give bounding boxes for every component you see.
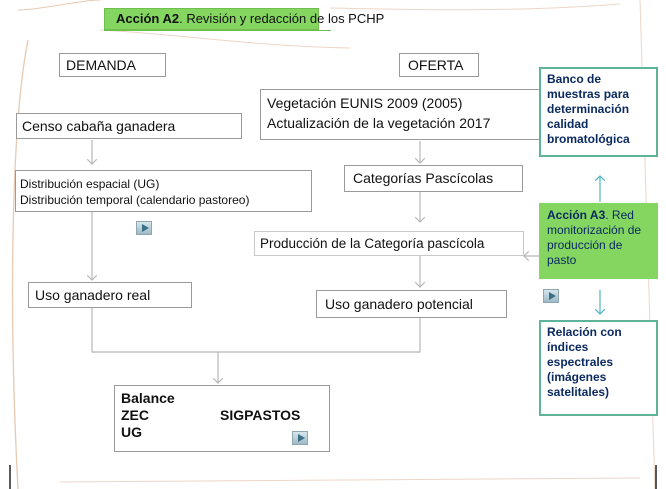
categories-box: Categorías Pascícolas: [344, 165, 523, 192]
action-a3-box: Acción A3. Red monitorización de producc…: [539, 203, 658, 279]
oferta-header: OFERTA: [399, 53, 479, 77]
potential-use-box: Uso ganadero potencial: [316, 290, 507, 318]
census-box: Censo cabaña ganadera: [16, 113, 242, 139]
distribution-line2: Distribución temporal (calendario pastor…: [20, 193, 250, 207]
vegetation-line2: Actualización de la vegetación 2017: [267, 115, 491, 131]
balance-line1: Balance: [121, 390, 175, 406]
action-a3-prefix: Acción A3: [547, 208, 606, 222]
distribution-box: Distribución espacial (UG) Distribución …: [15, 170, 312, 212]
title-bar: Acción A2. Revisión y redacción de los P…: [104, 8, 384, 30]
play-button-icon[interactable]: [136, 221, 152, 235]
real-use-box: Uso ganadero real: [28, 282, 192, 308]
balance-zec: ZEC: [121, 407, 149, 423]
balance-sigpastos: SIGPASTOS: [220, 407, 301, 423]
demanda-header: DEMANDA: [59, 53, 166, 77]
title-prefix: Acción A2: [116, 11, 180, 26]
sample-bank-box: Banco de muestras para determinación cal…: [539, 67, 658, 157]
title-text: . Revisión y redacción de los PCHP: [179, 11, 385, 26]
balance-box: Balance ZEC SIGPASTOS UG: [114, 385, 330, 452]
spectral-relation-box: Relación con índices espectrales (imágen…: [539, 320, 658, 416]
action-a3-text: . Red monitorización de producción de pa…: [547, 208, 642, 267]
play-button-icon[interactable]: [292, 431, 308, 445]
play-button-icon[interactable]: [543, 289, 559, 303]
title-underline: [104, 30, 331, 31]
balance-line3: UG: [121, 424, 142, 440]
vegetation-line1: Vegetación EUNIS 2009 (2005): [267, 95, 463, 111]
vegetation-box: Vegetación EUNIS 2009 (2005) Actualizaci…: [260, 89, 542, 140]
balance-line2: ZEC SIGPASTOS: [121, 407, 323, 424]
distribution-line1: Distribución espacial (UG): [20, 177, 160, 191]
production-box: Producción de la Categoría pascícola: [254, 231, 524, 256]
